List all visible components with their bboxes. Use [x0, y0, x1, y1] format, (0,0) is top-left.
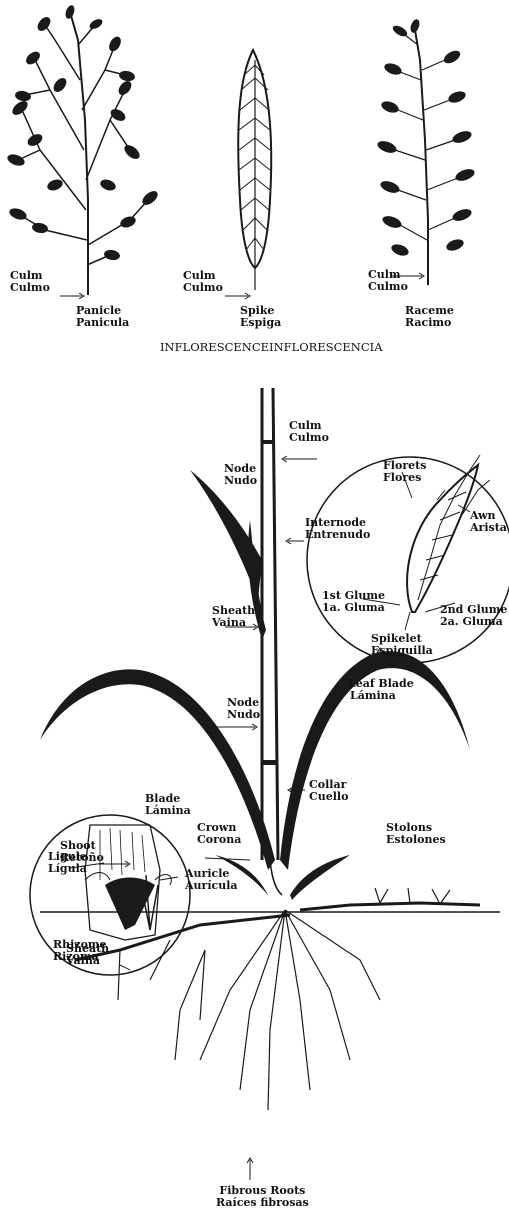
raceme-drawing: [376, 18, 476, 285]
panicle-drawing: [6, 4, 160, 295]
spike-drawing: [238, 50, 271, 290]
main-plant-drawing: [40, 388, 500, 1110]
inflorescence-title: INFLORESCENCEINFLORESCENCIA: [160, 340, 360, 354]
